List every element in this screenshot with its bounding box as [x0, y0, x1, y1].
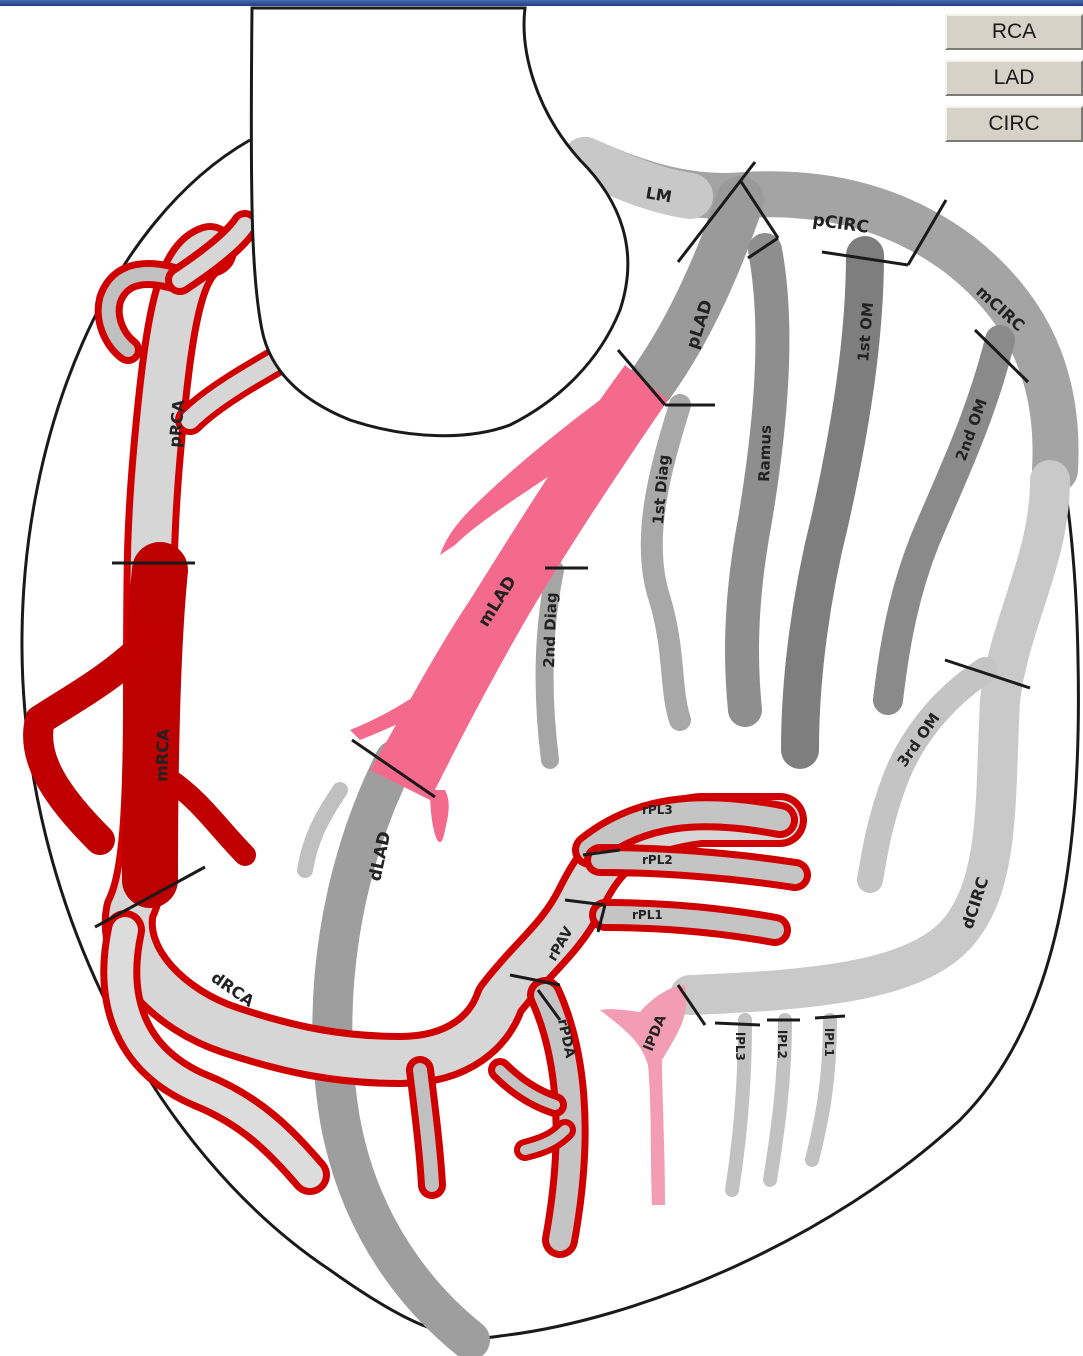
label-rpl2: rPL2 [642, 853, 673, 867]
label-lpl1: lPL1 [822, 1028, 836, 1057]
label-rpl1: rPL1 [632, 908, 663, 922]
aorta-outline [251, 8, 628, 436]
label-lpl3: lPL3 [733, 1032, 747, 1061]
label-rpl3: rPL3 [642, 803, 673, 817]
label-diag2: 2nd Diag [540, 592, 561, 668]
label-lpl2: lPL2 [775, 1030, 789, 1059]
label-mrca: mRCA [152, 728, 173, 782]
lpda-highlight [600, 985, 686, 1205]
label-ramus: Ramus [755, 425, 775, 483]
